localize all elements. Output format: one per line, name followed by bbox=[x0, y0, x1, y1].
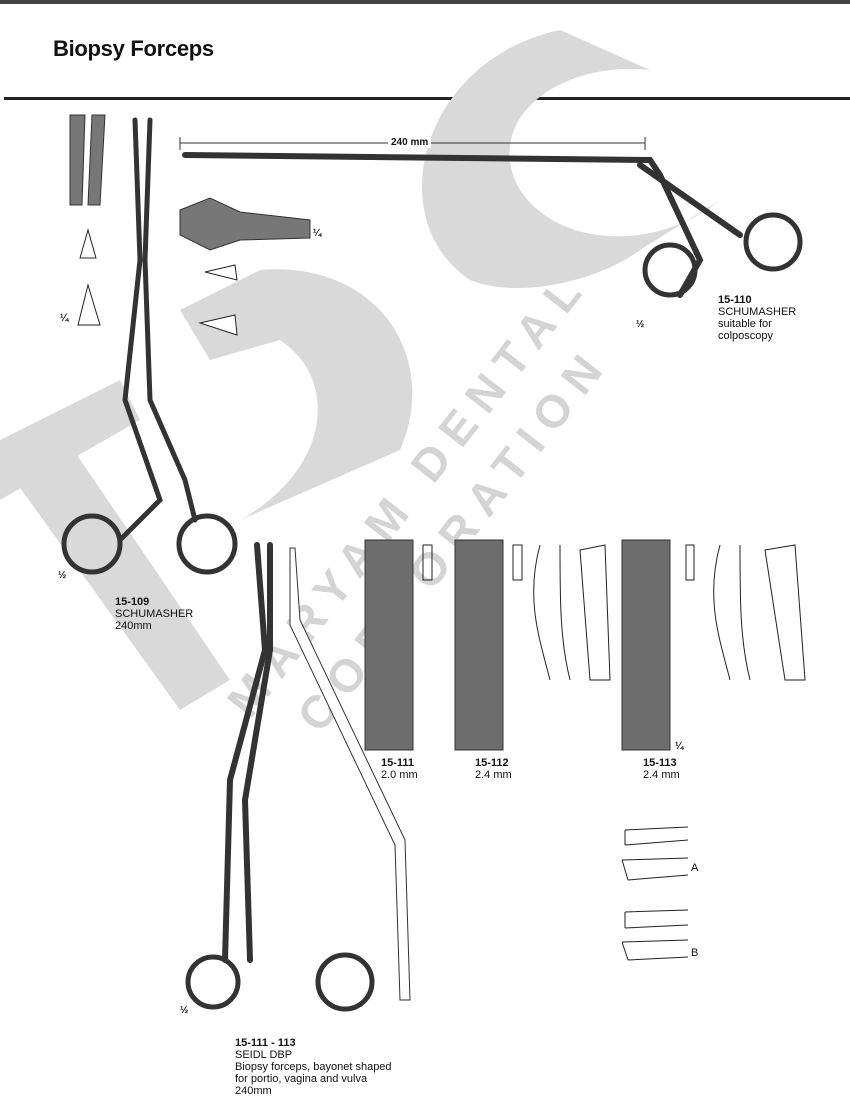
forceps-15-109 bbox=[61, 117, 238, 575]
jaw-details-111-113 bbox=[364, 539, 671, 751]
scale-15-109: ½ bbox=[58, 570, 67, 581]
jaw-detail-15-109 bbox=[69, 114, 106, 206]
variant-a: A bbox=[691, 862, 699, 874]
tip-variant-drawings bbox=[621, 826, 689, 961]
scale-15-111-113: ½ bbox=[180, 1005, 189, 1016]
product-label-15-109: 15-109 SCHUMASHER 240mm bbox=[115, 596, 194, 632]
dimension-label: 240 mm bbox=[388, 137, 432, 148]
product-label-15-112: 15-112 2.4 mm bbox=[475, 757, 512, 781]
scale-15-110: ½ bbox=[636, 319, 645, 330]
forceps-15-111-113 bbox=[185, 542, 375, 1012]
tip-outlines-15-110 bbox=[198, 264, 238, 336]
scale-detail-109: ¼ bbox=[60, 313, 69, 324]
bayonet-profile bbox=[289, 547, 411, 1001]
tip-outlines-15-109 bbox=[77, 228, 101, 326]
product-label-15-113: 15-113 2.4 mm bbox=[643, 757, 680, 781]
top-bar bbox=[0, 0, 850, 4]
forceps-15-110 bbox=[182, 152, 803, 298]
page-title: Biopsy Forceps bbox=[53, 36, 214, 61]
product-label-15-110: 15-110 SCHUMASHER suitable for colposcop… bbox=[718, 294, 797, 342]
variant-b: B bbox=[691, 947, 699, 959]
header-divider bbox=[4, 97, 850, 100]
watermark-logo bbox=[0, 30, 720, 710]
scale-15-113: ¼ bbox=[675, 741, 684, 752]
scale-detail-110: ¼ bbox=[313, 228, 322, 239]
product-label-15-111-113: 15-111 - 113 SEIDL DBP Biopsy forceps, b… bbox=[235, 1037, 392, 1097]
product-label-15-111: 15-111 2.0 mm bbox=[381, 757, 418, 781]
jaw-detail-15-110 bbox=[179, 197, 311, 251]
